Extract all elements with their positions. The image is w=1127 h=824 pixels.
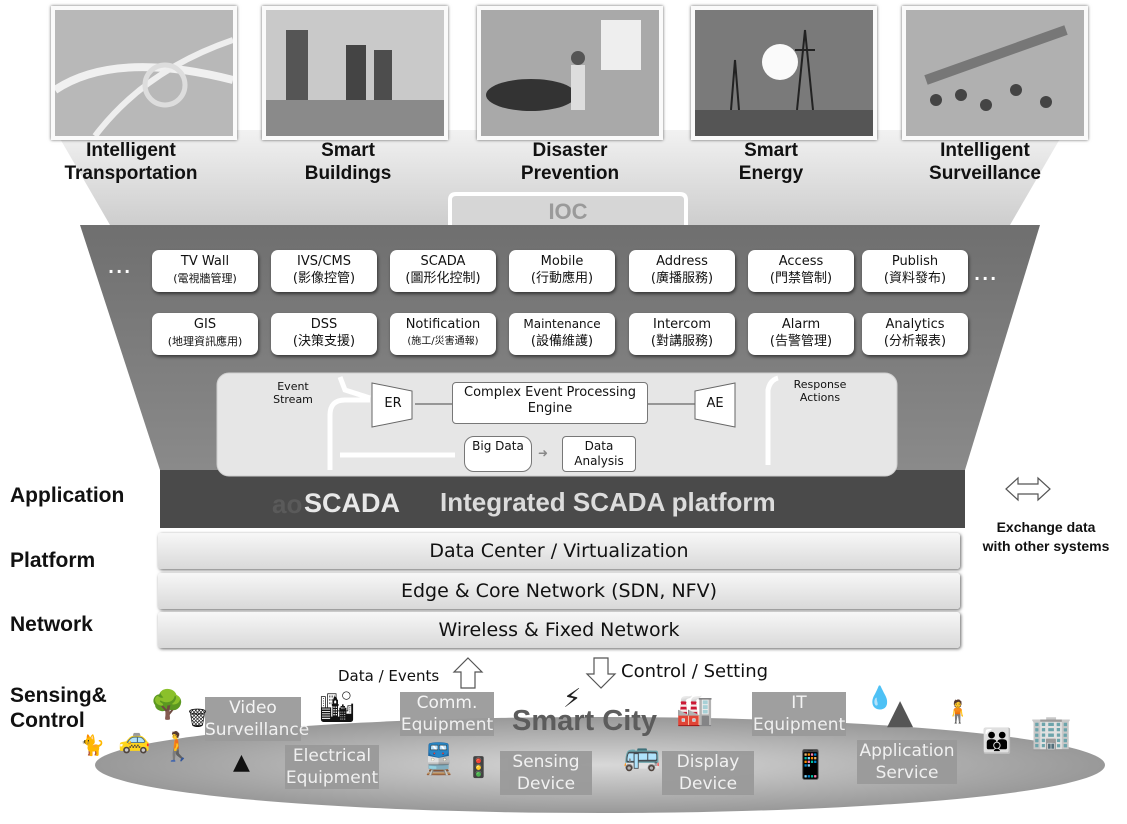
bar-data-center: Data Center / Virtualization — [158, 533, 960, 569]
smart-city-title: Smart City — [512, 705, 658, 737]
ellipsis-right: ... — [974, 265, 999, 284]
tag-application-service: Application Service — [857, 740, 957, 784]
module-card: Mobile(行動應用) — [509, 250, 615, 292]
taxi-icon: 🚕 — [118, 725, 151, 755]
office-building-icon: 🏢 — [1030, 713, 1073, 753]
module-card: Maintenance(設備維護) — [509, 313, 615, 355]
factory-icon: 🏭 — [676, 693, 714, 728]
trash-bin-icon: 🗑 — [186, 708, 209, 729]
tag-electrical-equipment: Electrical Equipment — [285, 745, 379, 789]
module-card: TV Wall(電視牆管理) — [152, 250, 258, 292]
traffic-officer-photo — [477, 6, 663, 140]
tag-comm-equipment: Comm. Equipment — [400, 692, 494, 736]
cep-engine-box: Complex Event Processing Engine — [452, 382, 648, 424]
module-card: Analytics(分析報表) — [862, 313, 968, 355]
aoscada-logo: SCADA — [304, 488, 401, 518]
event-stream-label: Event Stream — [273, 380, 313, 406]
bus-icon: 🚌 — [623, 738, 661, 773]
module-card: Intercom(對講服務) — [629, 313, 735, 355]
mountain-icon: ▲ — [887, 692, 914, 732]
family-icon: 👪 — [982, 727, 1012, 755]
lightning-icon: ⚡ — [563, 684, 582, 714]
module-card: Publish(資料發布) — [862, 250, 968, 292]
arrow-right-icon: ➜ — [538, 446, 549, 460]
ellipsis-left: ... — [108, 258, 133, 277]
bar-edge-core-network: Edge & Core Network (SDN, NFV) — [158, 573, 960, 609]
module-card: GIS(地理資訊應用) — [152, 313, 258, 355]
layer-label-platform: Platform — [10, 549, 96, 572]
er-label: ER — [384, 396, 402, 411]
ae-label: AE — [706, 396, 724, 411]
tag-it-equipment: IT Equipment — [752, 692, 846, 736]
phone-icon: 📱 — [793, 748, 828, 781]
cat-icon: 🐈 — [80, 733, 105, 757]
tag-video-surveillance: Video Surveillance — [205, 697, 310, 741]
response-actions-label: Response Actions — [793, 378, 847, 404]
module-card: SCADA(圖形化控制) — [390, 250, 496, 292]
platform-title: Integrated SCADA platform — [440, 487, 776, 517]
module-card: DSS(決策支援) — [271, 313, 377, 355]
water-drop-icon: 💧 — [866, 686, 894, 711]
layer-label-sensing: Sensing& Control — [10, 684, 107, 732]
data-analysis-box: Data Analysis — [562, 436, 636, 472]
buildings-photo — [262, 6, 448, 140]
crowd-photo — [902, 6, 1088, 140]
control-setting-label: Control / Setting — [621, 661, 769, 682]
data-events-label: Data / Events — [338, 667, 440, 685]
layer-label-network: Network — [10, 613, 93, 636]
train-icon: 🚆 — [420, 742, 458, 777]
tag-display-device: Display Device — [662, 751, 754, 795]
road-icon: ▲ — [233, 750, 250, 775]
module-card: Address(廣播服務) — [629, 250, 735, 292]
layer-label-application: Application — [10, 484, 125, 507]
ioc-label: IOC — [548, 199, 588, 224]
big-data-cylinder: Big Data — [464, 436, 532, 472]
traveler-icon: 🚶 — [160, 730, 195, 763]
bar-wireless-fixed: Wireless & Fixed Network — [158, 612, 960, 648]
aoscada-logo-prefix: ao — [272, 489, 303, 519]
module-card: Notification(施工/災害通報) — [390, 313, 496, 355]
module-card: IVS/CMS(影像控管) — [271, 250, 377, 292]
city-buildings-icon: 🏙 — [318, 690, 357, 725]
power-lines-photo — [691, 6, 877, 140]
highway-photo — [51, 6, 237, 140]
traffic-light-icon: 🚦 — [466, 755, 491, 779]
module-card: Access(門禁管制) — [748, 250, 854, 292]
module-card: Alarm(告警管理) — [748, 313, 854, 355]
tag-sensing-device: Sensing Device — [500, 751, 592, 795]
person-icon: 🧍 — [944, 700, 972, 725]
tree-icon: 🌳 — [150, 688, 185, 721]
